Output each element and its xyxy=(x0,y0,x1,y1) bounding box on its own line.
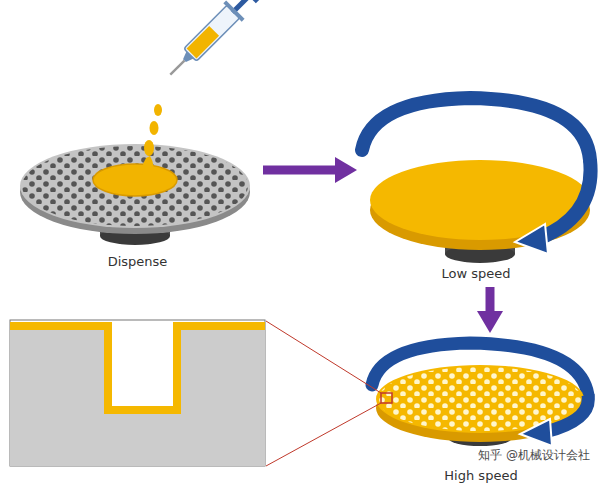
watermark: 知乎 @机械设计会社 xyxy=(478,447,590,464)
syringe xyxy=(161,0,261,84)
low-speed-illustration xyxy=(362,98,591,263)
stage-label: Low speed xyxy=(441,266,510,282)
process-arrow xyxy=(263,166,337,175)
vacuum-holes xyxy=(22,146,248,226)
substrate xyxy=(10,330,265,466)
resist-puddle xyxy=(93,164,177,196)
rotation-arrow xyxy=(362,98,590,160)
zoom-marker xyxy=(381,393,392,403)
stage-frame: Low speed xyxy=(360,92,592,284)
resist-layer xyxy=(10,326,265,410)
stage-frame: Dispense xyxy=(15,10,260,272)
dispense-illustration xyxy=(20,0,262,245)
high-speed-illustration xyxy=(266,321,588,466)
zoom-leader xyxy=(266,403,381,466)
wafer xyxy=(20,144,250,228)
stage-frame: High speed xyxy=(370,336,592,486)
stage-label: Dispense xyxy=(108,254,168,270)
zoom-leader xyxy=(266,321,381,393)
coated-wafer xyxy=(370,160,590,240)
rotation-arrow-front xyxy=(540,160,591,238)
cross-section xyxy=(10,320,265,466)
stage-label: High speed xyxy=(444,468,517,484)
rotation-arrowhead xyxy=(515,224,548,254)
drops xyxy=(142,104,162,176)
process-arrow xyxy=(486,287,495,313)
